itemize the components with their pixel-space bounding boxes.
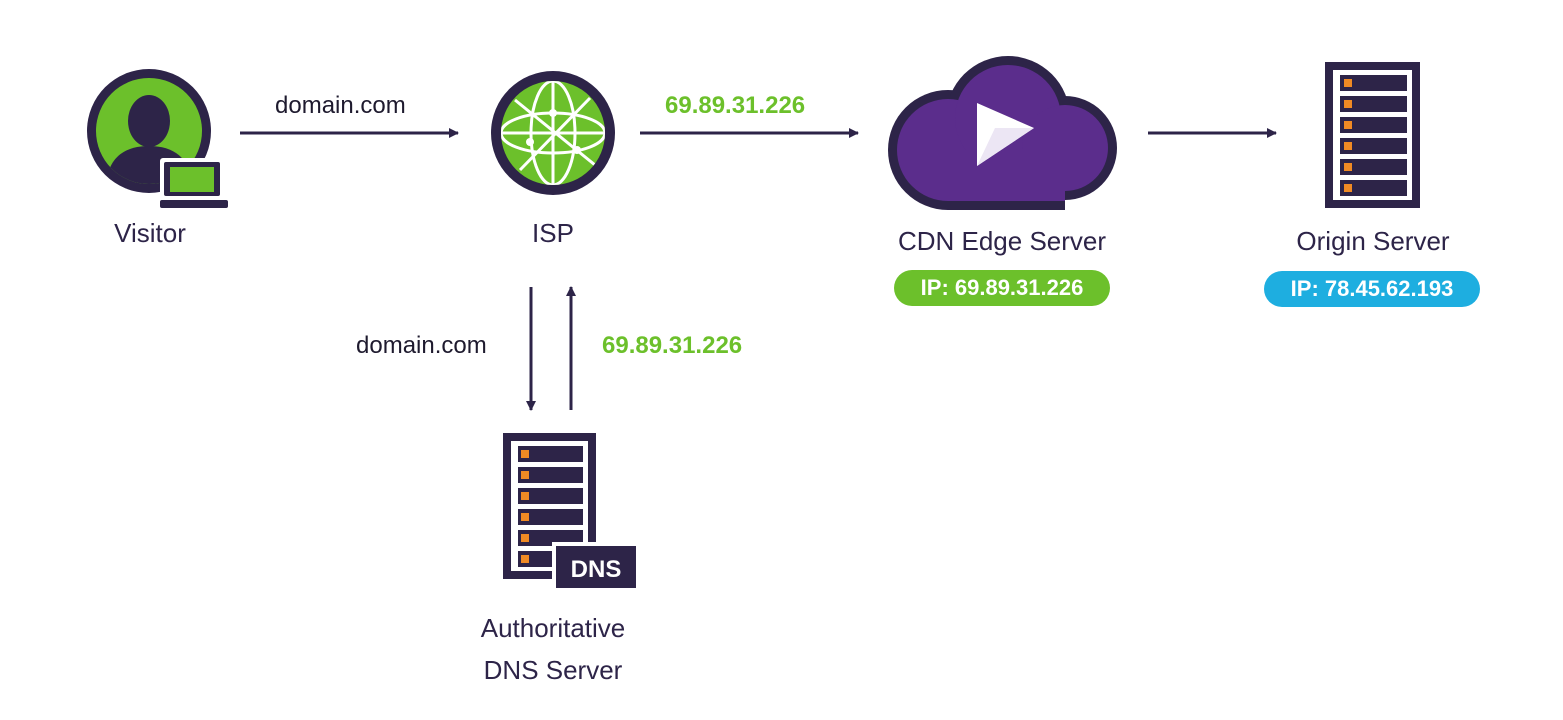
visitor-label: Visitor xyxy=(114,218,186,248)
dns-server-icon: DNS xyxy=(503,433,636,588)
origin-label: Origin Server xyxy=(1296,226,1450,256)
server-rack-icon xyxy=(1325,62,1420,208)
dns-badge xyxy=(556,546,636,588)
dns-label-line1: Authoritative xyxy=(480,613,626,643)
server-slots xyxy=(1340,75,1407,196)
isp-label: ISP xyxy=(532,218,574,248)
cdn-ip-badge: IP: 69.89.31.226 xyxy=(894,270,1110,306)
flow-label-visitor-to-isp: domain.com xyxy=(275,92,406,119)
origin-ip-badge: IP: 78.45.62.193 xyxy=(1264,271,1480,307)
cdn-label: CDN Edge Server xyxy=(897,226,1107,256)
cdn-cloud-icon xyxy=(888,56,1117,210)
dns-badge-text: DNS xyxy=(571,556,622,583)
flow-label-dns-to-isp: 69.89.31.226 xyxy=(602,332,743,359)
visitor-laptop-icon xyxy=(87,69,228,208)
dns-label-line2: DNS Server xyxy=(483,655,623,685)
flow-label-isp-to-cdn: 69.89.31.226 xyxy=(665,92,806,119)
globe-icon xyxy=(491,71,615,195)
flow-label-isp-to-dns: domain.com xyxy=(356,332,487,359)
